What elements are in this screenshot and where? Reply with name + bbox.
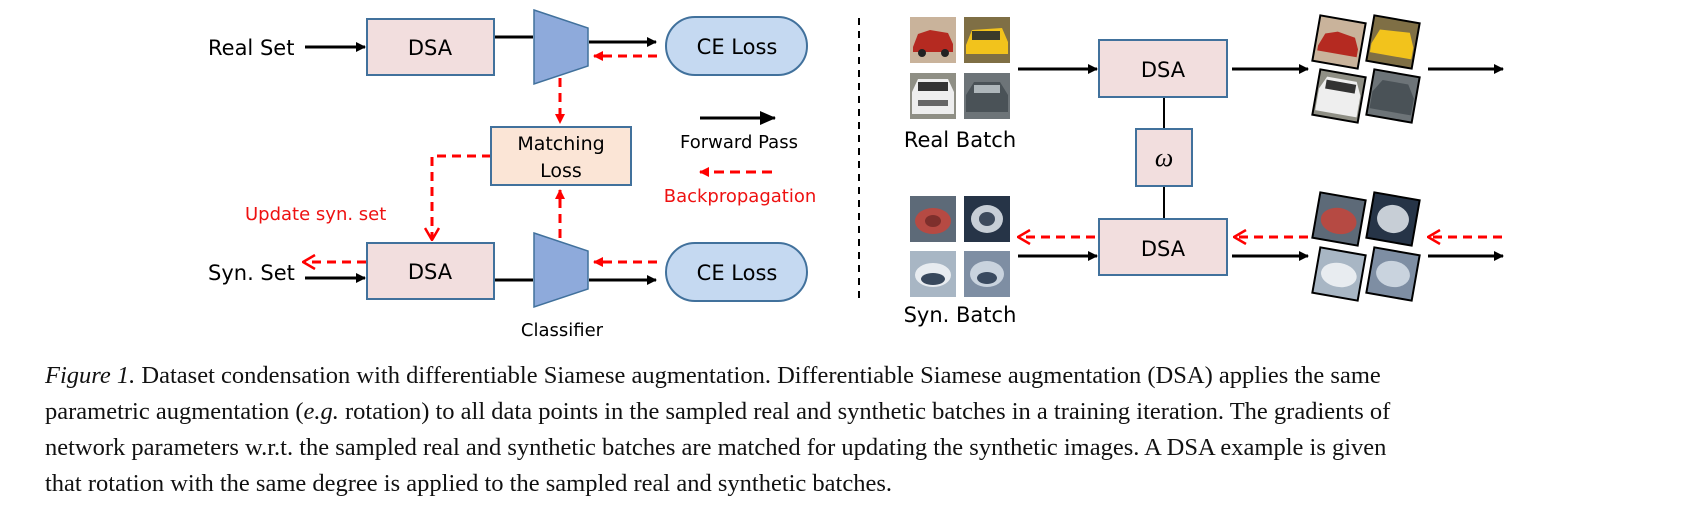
car-image-thumbnail-icon: [1365, 191, 1421, 247]
car-image-thumbnail-icon: [1311, 68, 1367, 124]
matching-loss-line2: Loss: [540, 160, 582, 182]
dsa-box-bottom: DSA: [366, 242, 495, 300]
real-set-label: Real Set: [208, 36, 294, 60]
caption-line-1: Figure 1. Dataset condensation with diff…: [45, 358, 1667, 394]
caption-text-2a: parametric augmentation (: [45, 398, 304, 425]
caption-line-2: parametric augmentation (e.g. rotation) …: [45, 394, 1667, 430]
car-image-thumbnail-icon: [910, 73, 956, 119]
ce-loss-top-label: CE Loss: [697, 35, 778, 59]
dsa-box-top: DSA: [366, 18, 495, 76]
caption-text-2b: rotation) to all data points in the samp…: [338, 398, 1391, 425]
matching-loss-line1: Matching: [517, 133, 604, 155]
car-image-thumbnail-icon: [1311, 246, 1367, 302]
syn-batch-label: Syn. Batch: [904, 303, 1017, 327]
car-image-thumbnail-icon: [910, 196, 956, 242]
dsa-box-syn: DSA: [1098, 218, 1228, 276]
caption-eg: e.g.: [303, 398, 339, 425]
car-image-thumbnail-icon: [910, 17, 956, 63]
legend-backprop-label: Backpropagation: [664, 186, 817, 207]
dsa-box-real: DSA: [1098, 39, 1228, 98]
dsa-syn-label: DSA: [1141, 237, 1186, 261]
car-image-thumbnail-icon: [964, 196, 1010, 242]
car-image-thumbnail-icon: [1365, 246, 1421, 302]
omega-box: ω: [1135, 128, 1193, 187]
update-syn-set-label: Update syn. set: [245, 204, 386, 225]
syn-set-label: Syn. Set: [208, 261, 295, 285]
left-diagram: Real Set Syn. Set DSA DSA Classifier: [208, 8, 817, 341]
real-batch-images: [910, 17, 1010, 119]
dsa-bottom-label: DSA: [408, 260, 453, 284]
omega-label: ω: [1155, 143, 1173, 172]
classifier-icon-top: [533, 8, 589, 86]
car-image-thumbnail-icon: [964, 251, 1010, 297]
figure-caption: Figure 1. Dataset condensation with diff…: [45, 358, 1667, 502]
car-image-thumbnail-icon: [964, 73, 1010, 119]
ce-loss-top: CE Loss: [665, 16, 808, 76]
caption-line-3: network parameters w.r.t. the sampled re…: [45, 434, 1387, 461]
update-syn-set-path: [432, 154, 491, 240]
ce-loss-bottom-label: CE Loss: [697, 261, 778, 285]
car-image-thumbnail-icon: [964, 17, 1010, 63]
augmented-real-batch: [1311, 14, 1421, 124]
car-image-thumbnail-icon: [1365, 68, 1421, 124]
classifier-label: Classifier: [521, 320, 604, 341]
right-diagram: Real Batch Syn.: [904, 14, 1504, 327]
car-image-thumbnail-icon: [1365, 14, 1421, 70]
dsa-top-label: DSA: [408, 36, 453, 60]
classifier-icon-bottom: [533, 231, 589, 309]
legend-forward-label: Forward Pass: [680, 132, 798, 153]
ce-loss-bottom: CE Loss: [665, 242, 808, 302]
car-image-thumbnail-icon: [1311, 191, 1367, 247]
matching-loss-box: Matching Loss: [490, 126, 632, 186]
car-image-thumbnail-icon: [1311, 14, 1367, 70]
car-image-thumbnail-icon: [910, 251, 956, 297]
caption-line-4: that rotation with the same degree is ap…: [45, 470, 893, 497]
dsa-real-label: DSA: [1141, 58, 1186, 82]
real-batch-label: Real Batch: [904, 128, 1016, 152]
caption-text-1: Dataset condensation with differentiable…: [135, 362, 1381, 389]
caption-figure-label: Figure 1.: [45, 362, 136, 389]
augmented-syn-batch: [1311, 191, 1421, 302]
legend: Forward Pass Backpropagation: [664, 111, 817, 207]
syn-batch-images: [910, 196, 1010, 297]
